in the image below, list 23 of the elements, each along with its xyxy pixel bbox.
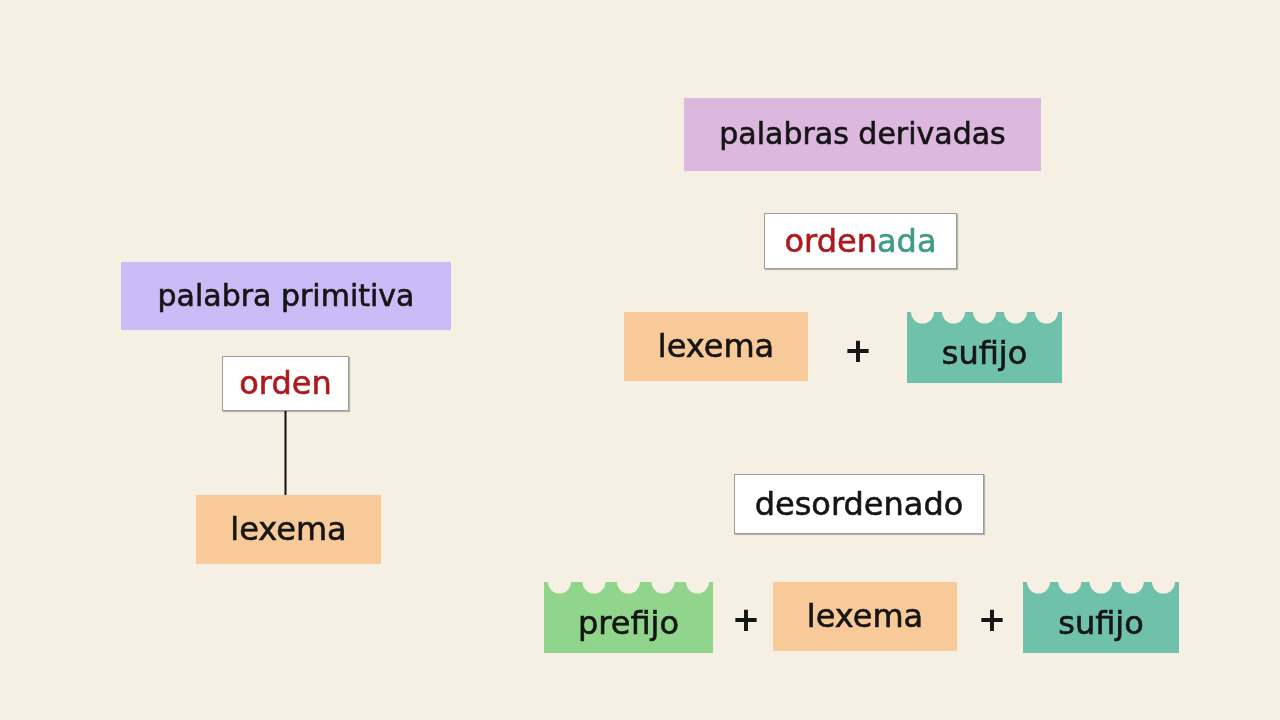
category-title: palabras derivadas (719, 117, 1006, 152)
morpheme-text: lexema (806, 598, 924, 635)
morpheme-text: lexema (657, 328, 775, 365)
lexeme-card (773, 582, 957, 651)
word-text: ordenada (784, 222, 937, 260)
word-card (764, 213, 957, 269)
plus-sign: + (731, 602, 761, 636)
morpheme-text: lexema (230, 511, 347, 548)
category-tag (121, 262, 451, 330)
category-title: palabra primitiva (157, 278, 415, 314)
word-text: orden (239, 365, 332, 402)
lexeme-card (624, 312, 808, 381)
plus-sign: + (843, 333, 873, 367)
morpheme-text: sufijo (1058, 605, 1144, 642)
word-card (734, 474, 984, 534)
word-text: desordenado (754, 485, 964, 523)
plus-sign: + (977, 602, 1007, 636)
lexeme-card (196, 495, 381, 564)
morpheme-text: prefijo (577, 605, 680, 642)
morpheme-text: sufijo (941, 335, 1028, 372)
connector-line (284, 410, 287, 496)
word-card (222, 356, 349, 411)
category-tag (684, 98, 1041, 171)
